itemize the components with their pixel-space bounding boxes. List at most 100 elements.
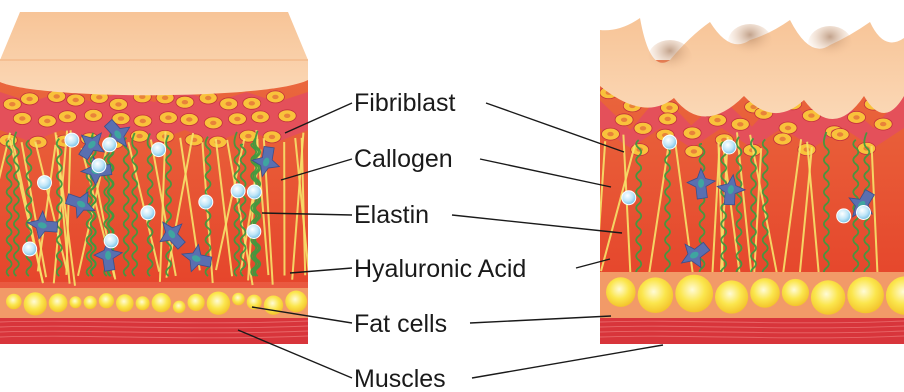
fat-cell [6, 294, 22, 310]
leader-fat-right [470, 316, 611, 323]
hyaluronic-acid-drop [247, 185, 261, 199]
basal-cell-nucleus [666, 106, 672, 110]
basal-cell-nucleus [808, 113, 814, 117]
basal-cell-nucleus [245, 134, 251, 138]
hyaluronic-acid-drop [722, 140, 736, 154]
hyaluronic-acid-drop [857, 206, 871, 220]
basal-cell-nucleus [162, 96, 168, 100]
wrinkle-shadow [808, 26, 852, 62]
basal-cell-nucleus [714, 118, 720, 122]
fat-cell [99, 293, 114, 308]
fat-cell [152, 293, 171, 312]
hyaluronic-acid-drop [199, 195, 213, 209]
aged-skin-block [596, 18, 904, 344]
basal-cell-nucleus [9, 102, 15, 106]
hyaluronic-acid-drop [141, 206, 155, 220]
hyaluronic-acid-drop [65, 133, 79, 147]
epidermis [0, 12, 308, 95]
fat-cell [232, 293, 245, 306]
fat-cell [782, 279, 809, 306]
basal-cell-nucleus [737, 122, 743, 126]
basal-cell-nucleus [19, 116, 25, 120]
basal-cell-nucleus [182, 100, 188, 104]
leader-muscles-right [472, 345, 663, 378]
basal-cell-nucleus [210, 121, 216, 125]
fat-cell [84, 296, 97, 309]
fat-cell [285, 291, 307, 313]
hyaluronic-acid-drop [38, 176, 52, 190]
fat-cell [49, 294, 68, 313]
basal-cell-nucleus [853, 115, 859, 119]
hyaluronic-acid-drop [104, 234, 118, 248]
fat-cell [188, 294, 205, 311]
fat-cell [606, 277, 636, 307]
basal-cell-nucleus [226, 102, 232, 106]
basal-cell-nucleus [118, 116, 124, 120]
basal-cell-nucleus [880, 122, 886, 126]
hyaluronic-acid-drop [92, 159, 106, 173]
label-collagen: Callogen [354, 145, 453, 173]
basal-cell-nucleus [73, 98, 79, 102]
fat-cell [24, 292, 47, 315]
basal-cell-nucleus [54, 94, 60, 98]
hyaluronic-acid-drop [23, 242, 37, 256]
basal-cell-nucleus [761, 111, 767, 115]
hyaluronic-acid-drop [622, 191, 636, 205]
basal-cell-nucleus [140, 119, 146, 123]
basal-cell-nucleus [205, 96, 211, 100]
fat-cell [638, 277, 674, 313]
basal-cell-nucleus [284, 114, 290, 118]
fat-cell [207, 292, 230, 315]
basal-cell-nucleus [249, 101, 255, 105]
basal-cell-nucleus [691, 149, 697, 153]
fat-cell [750, 278, 780, 308]
hyaluronic-acid-drop [103, 138, 117, 152]
basal-cell-nucleus [257, 115, 263, 119]
hyaluronic-acid-drop [152, 143, 166, 157]
basal-cell-nucleus [785, 126, 791, 130]
label-muscles: Muscles [354, 365, 446, 392]
basal-cell-nucleus [139, 95, 145, 99]
fat-cell [675, 275, 713, 313]
hyaluronic-acid-drop [247, 225, 261, 239]
hyaluronic-acid-drop [837, 209, 851, 223]
hyaluronic-acid-drop [663, 135, 677, 149]
basal-cell-nucleus [136, 134, 142, 138]
basal-cell-nucleus [44, 119, 50, 123]
basal-cell-nucleus [90, 113, 96, 117]
labels: Fibriblast Callogen Elastin Hyaluronic A… [354, 89, 526, 392]
basal-cell-nucleus [640, 126, 646, 130]
label-fibroblast: Fibriblast [354, 89, 455, 117]
basal-cell-nucleus [665, 117, 671, 121]
wrinkle-shadow [648, 40, 692, 76]
basal-cell-nucleus [186, 117, 192, 121]
basal-cell-nucleus [272, 95, 278, 99]
basal-cell-nucleus [779, 137, 785, 141]
basal-cell-nucleus [115, 102, 121, 106]
label-hyaluronic-acid: Hyaluronic Acid [354, 255, 526, 283]
basal-cell-nucleus [26, 97, 32, 101]
basal-cell-nucleus [165, 116, 171, 120]
fat-cell [847, 277, 884, 314]
fat-cell [70, 296, 82, 308]
fat-cell [116, 294, 134, 312]
fat-cell [715, 280, 748, 313]
basal-cell-nucleus [96, 95, 102, 99]
basal-cell-nucleus [607, 132, 613, 136]
fat-cell [136, 296, 150, 310]
basal-cell-nucleus [64, 115, 70, 119]
label-elastin: Elastin [354, 201, 429, 229]
label-fat-cells: Fat cells [354, 310, 447, 338]
wrinkle-shadow [728, 24, 772, 60]
basal-cell-nucleus [234, 117, 240, 121]
fat-cell [173, 301, 186, 314]
basal-cell-nucleus [621, 118, 627, 122]
fat-cell [811, 280, 845, 314]
leader-elastin-right [452, 215, 622, 233]
hyaluronic-acid-drop [231, 184, 245, 198]
leader-collagen-right [480, 159, 611, 187]
basal-cell-nucleus [689, 131, 695, 135]
young-skin-block [0, 12, 310, 344]
basal-cell-nucleus [269, 135, 275, 139]
